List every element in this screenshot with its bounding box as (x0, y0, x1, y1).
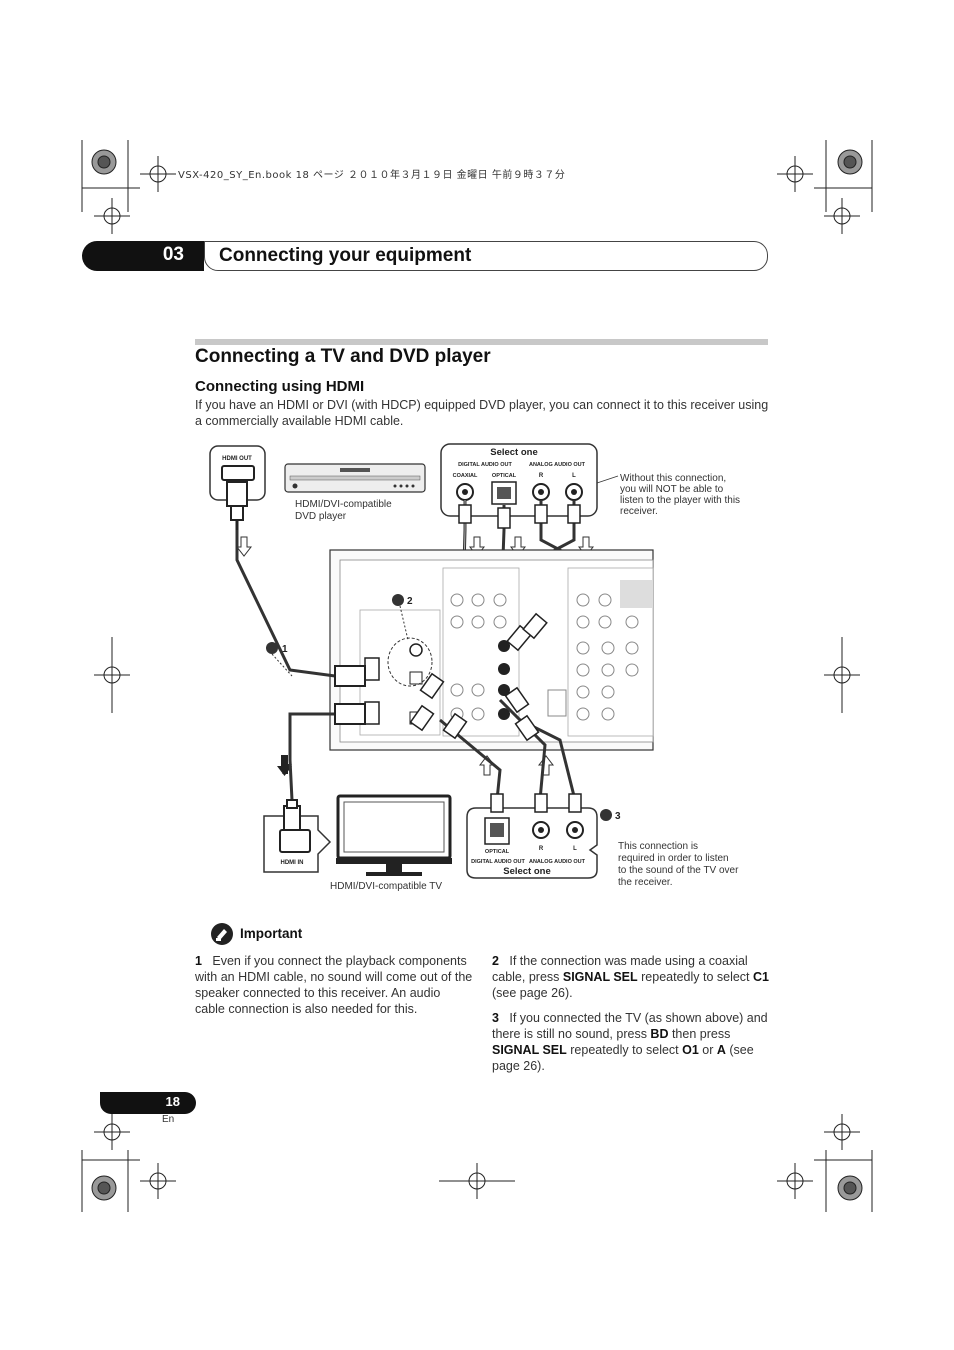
note-2-key-c1: C1 (753, 970, 769, 984)
tv-caption: HDMI/DVI-compatible TV (330, 881, 442, 892)
section-title: Connecting a TV and DVD player (195, 346, 491, 367)
note-without-line4: receiver. (620, 506, 658, 517)
note-3-key-a: A (716, 1043, 726, 1057)
digital-audio-out-label-bottom: DIGITAL AUDIO OUT (471, 859, 525, 865)
note-3-text-b: then press (668, 1027, 731, 1041)
note-required-line3: to the sound of the TV over (618, 865, 739, 876)
audio-out-box-top (440, 443, 598, 517)
note-3-key-o1: O1 (682, 1043, 699, 1057)
marker-1-number: 1 (282, 644, 288, 655)
analog-audio-out-label-top: ANALOG AUDIO OUT (529, 462, 586, 468)
important-title: Important (240, 926, 303, 941)
page-number-tab: 18 (100, 1092, 196, 1114)
note-3-key-bd: BD (650, 1027, 669, 1041)
important-icon (211, 923, 233, 945)
note-1-text: Even if you connect the playback compone… (195, 954, 473, 1016)
note-without-line1: Without this connection, (620, 473, 726, 484)
digital-audio-out-label-top: DIGITAL AUDIO OUT (458, 462, 512, 468)
dvd-player-icon (284, 463, 426, 493)
hdmi-out-port (221, 465, 255, 481)
analog-audio-out-label-bottom: ANALOG AUDIO OUT (529, 859, 586, 865)
marker-3-icon: 3 (600, 809, 621, 822)
l-label-top: L (572, 473, 576, 479)
optical-label-top: OPTICAL (492, 473, 517, 479)
note-without-line2: you will NOT be able to (620, 484, 724, 495)
note-2-number: 2 (492, 954, 499, 968)
note-3-text-d: or (698, 1043, 717, 1057)
select-one-top: Select one (490, 447, 538, 458)
select-one-bottom: Select one (503, 866, 551, 877)
running-header: VSX-420_SY_En.book 18 ページ ２０１０年３月１９日 金曜日… (178, 170, 566, 181)
note-1-number: 1 (195, 954, 202, 968)
chapter-title-box: Connecting your equipment (204, 241, 768, 271)
r-label-bottom: R (539, 846, 544, 852)
optical-label-bottom: OPTICAL (485, 849, 510, 855)
chapter-number-tab: 03 (82, 241, 204, 271)
marker-3-number: 3 (615, 811, 621, 822)
page-number: 18 (165, 1094, 180, 1109)
marker-2-icon: 2 (392, 594, 413, 607)
hdmi-in-label: HDMI IN (281, 860, 304, 866)
chapter-title: Connecting your equipment (219, 245, 472, 266)
note-required-line4: the receiver. (618, 877, 672, 888)
note-3-text-e: (see page 26). (492, 1043, 754, 1073)
important-note-2: 2 If the connection was made using a coa… (492, 953, 770, 1001)
hdmi-out-label: HDMI OUT (222, 456, 252, 462)
coaxial-label: COAXIAL (453, 473, 478, 479)
note-2-text-c: (see page 26). (492, 986, 573, 1000)
subsection-title: Connecting using HDMI (195, 378, 365, 395)
note-2-text-a: If the connection was made using a coaxi… (492, 954, 748, 984)
note-3-text-c: repeatedly to select (566, 1043, 683, 1057)
intro-paragraph: If you have an HDMI or DVI (with HDCP) e… (195, 398, 769, 428)
note-3-key-signal-sel: SIGNAL SEL (492, 1043, 567, 1057)
marker-1-icon: 1 (266, 642, 288, 655)
note-2-key-signal-sel: SIGNAL SEL (562, 970, 638, 984)
r-label-top: R (539, 473, 544, 479)
note-required-line2: required in order to listen (618, 853, 729, 864)
dvd-caption-line1: HDMI/DVI-compatible (295, 499, 392, 510)
important-note-3: 3 If you connected the TV (as shown abov… (492, 1010, 770, 1074)
note-required-line1: This connection is (618, 841, 698, 852)
note-3-number: 3 (492, 1011, 499, 1025)
marker-2-number: 2 (407, 596, 413, 607)
connection-diagram: HDMI OUT HDMI/DVI-compatible DVD player … (209, 443, 740, 892)
important-note-1: 1 Even if you connect the playback compo… (195, 953, 473, 1017)
section-rule (195, 339, 768, 345)
dvd-caption-line2: DVD player (295, 511, 347, 522)
tv-icon (336, 794, 452, 876)
receiver-rear-panel (329, 549, 654, 751)
note-3-text-a: If you connected the TV (as shown above)… (492, 1011, 768, 1041)
chapter-number: 03 (162, 244, 184, 265)
page-language: En (162, 1114, 175, 1125)
l-label-bottom: L (573, 846, 577, 852)
note-2-text-b: repeatedly to select (637, 970, 754, 984)
note-without-line3: listen to the player with this (620, 495, 740, 506)
